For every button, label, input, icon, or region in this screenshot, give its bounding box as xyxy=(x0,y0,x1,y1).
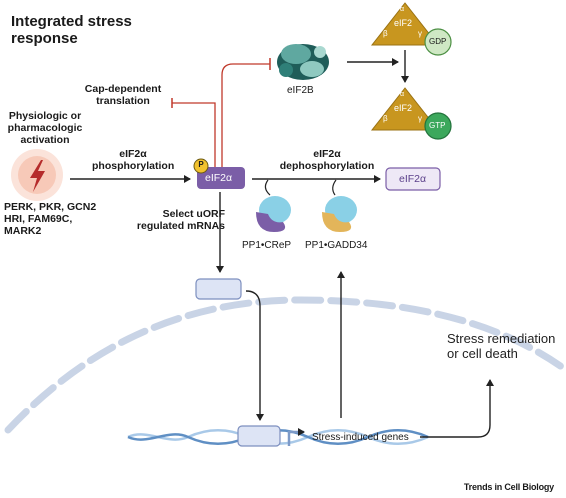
gdp-beta: β xyxy=(383,29,388,38)
cap-translation-label: Cap-dependent translation xyxy=(84,83,162,108)
gtp-badge xyxy=(424,112,452,140)
inhibit-eif2b-line xyxy=(221,63,270,167)
gtp-label: GTP xyxy=(429,121,446,130)
gtp-beta: β xyxy=(383,114,388,123)
uorf-mrna-box xyxy=(195,278,242,300)
pp1-crep-icon xyxy=(256,179,291,232)
nucleus-membrane xyxy=(4,296,566,434)
gdp-label: GDP xyxy=(429,37,447,46)
journal-footer: Trends in Cell Biology xyxy=(463,481,554,492)
dephosphorylation-label: eIF2α dephosphorylation xyxy=(279,148,375,173)
phosphorylation-label: eIF2α phosphorylation xyxy=(92,148,175,173)
uorf-label: Select uORF regulated mRNAs xyxy=(136,208,225,233)
gene-promoter-box xyxy=(237,425,281,447)
eif2a-phospho-label: eIF2α xyxy=(205,172,233,184)
phosphate-badge xyxy=(193,158,209,174)
phospho-label: P xyxy=(198,160,204,169)
eif2-gdp-complex xyxy=(370,2,452,56)
eif2a-phospho xyxy=(193,158,245,189)
eif2a-free xyxy=(385,167,441,191)
gtp-eif2-name: eIF2 xyxy=(394,103,413,113)
diagram-title: Integrated stress response xyxy=(11,13,132,48)
gdp-gamma: γ xyxy=(418,29,422,38)
eif2b-complex-icon xyxy=(277,44,329,80)
gdp-eif2-name: eIF2 xyxy=(394,18,413,28)
outcome-arrow xyxy=(420,379,494,438)
eif2b-label: eIF2B xyxy=(287,85,314,96)
gdp-alpha: α xyxy=(400,6,405,13)
eif2a-free-label: eIF2α xyxy=(399,173,427,185)
inhibit-cap-line xyxy=(172,102,216,167)
pp1-gadd34-icon xyxy=(322,179,357,232)
kinases-label: PERK, PKR, GCN2 HRI, FAM69C, MARK2 xyxy=(4,201,97,238)
stress-signal-icon xyxy=(11,149,63,201)
pp1-crep-label: PP1•CReP xyxy=(242,240,292,251)
activation-label: Physiologic or pharmacologic activation xyxy=(7,110,83,147)
gdp-badge xyxy=(424,28,452,56)
pp1-gadd34-label: PP1•GADD34 xyxy=(305,240,368,251)
stress-genes-label: Stress-induced genes xyxy=(312,432,409,443)
gtp-alpha: α xyxy=(400,91,405,98)
outcome-label: Stress remediation or cell death xyxy=(447,331,556,361)
tss-arrow xyxy=(287,428,305,446)
gtp-gamma: γ xyxy=(418,114,422,123)
nuclear-arrow xyxy=(245,290,264,421)
eif2-gtp-complex xyxy=(370,87,452,140)
